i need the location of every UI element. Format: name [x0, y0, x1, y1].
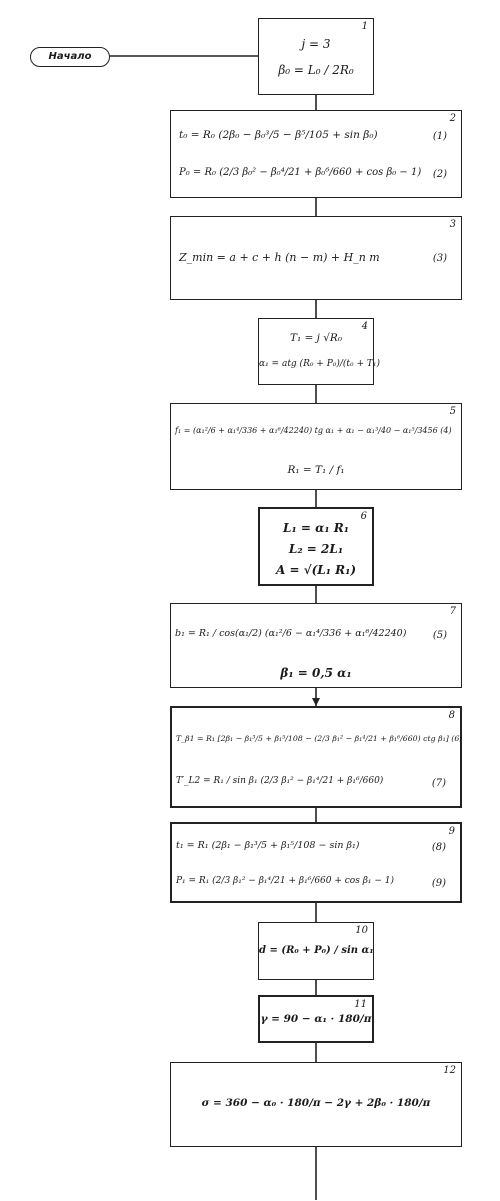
block-4: 4 T₁ = j √R₀ α₁ = atg (R₀ + P₀)/(t₀ + T₁… [258, 318, 381, 385]
formula-line: β₁ = 0,5 α₁ [280, 666, 352, 680]
equation-number: (8) [431, 842, 446, 853]
block-6: 6 L₁ = α₁ R₁ L₂ = 2L₁ A = √(L₁ R₁) [258, 507, 374, 586]
equation-number: (9) [431, 878, 446, 889]
block-number: 9 [448, 826, 455, 837]
equation-number: (3) [432, 253, 447, 264]
block-7: 7 b₁ = R₁ / cos(α₁/2) (α₁²/6 − α₁⁴/336 +… [170, 603, 462, 688]
formula-line: f₁ = (α₁²/6 + α₁⁴/336 + α₁⁶/42240) tg α₁… [175, 426, 452, 435]
equation-number: (1) [432, 131, 447, 142]
formula-line: T′_L2 = R₁ / sin β₁ (2/3 β₁² − β₁⁴/21 + … [176, 776, 384, 786]
formula-line: t₀ = R₀ (2β₀ − β₀³/5 − β⁵/105 + sin β₀) [179, 129, 378, 141]
block-number: 3 [449, 219, 456, 230]
formula-line: L₁ = α₁ R₁ [283, 521, 349, 535]
start-label: Начало [48, 51, 92, 62]
equation-number: (7) [431, 778, 446, 789]
block-number: 1 [361, 21, 368, 32]
formula-line: T_β1 = R₁ [2β₁ − β₁³/5 + β₁⁵/108 − (2/3 … [176, 734, 463, 743]
block-5: 5 f₁ = (α₁²/6 + α₁⁴/336 + α₁⁶/42240) tg … [170, 403, 462, 490]
block-number: 8 [448, 710, 455, 721]
formula-line: σ = 360 − α₀ · 180/π − 2γ + 2β₀ · 180/π [201, 1097, 431, 1109]
block-3: 3 Z_min = a + c + h (n − m) + H_n m (3) [170, 216, 462, 300]
block-12: 12 σ = 360 − α₀ · 180/π − 2γ + 2β₀ · 180… [170, 1062, 462, 1147]
formula-line: P₀ = R₀ (2/3 β₀² − β₀⁴/21 + β₀⁶/660 + co… [179, 167, 422, 178]
formula-line: A = √(L₁ R₁) [275, 563, 357, 577]
formula-line: L₂ = 2L₁ [288, 542, 344, 556]
equation-number: (2) [432, 169, 447, 180]
formula-line: β₀ = L₀ / 2R₀ [278, 63, 354, 77]
block-8: 8 T_β1 = R₁ [2β₁ − β₁³/5 + β₁⁵/108 − (2/… [170, 706, 462, 808]
equation-number: (5) [432, 630, 447, 641]
block-10: 10 d = (R₀ + P₀) / sin α₁ [258, 922, 374, 980]
formula-line: d = (R₀ + P₀) / sin α₁ [259, 945, 374, 956]
start-terminal: Начало [30, 47, 110, 67]
block-number: 4 [361, 321, 368, 332]
formula-line: t₁ = R₁ (2β₁ − β₁³/5 + β₁⁵/108 − sin β₁) [176, 840, 360, 851]
block-number: 7 [449, 606, 456, 617]
formula-line: α₁ = atg (R₀ + P₀)/(t₀ + T₁) [259, 359, 381, 369]
formula-line: j = 3 [301, 37, 331, 51]
formula-line: T₁ = j √R₀ [289, 332, 343, 344]
formula-line: γ = 90 − α₁ · 180/π [260, 1013, 372, 1025]
block-number: 6 [360, 511, 367, 522]
formula-line: Z_min = a + c + h (n − m) + H_n m [179, 251, 380, 264]
arrowhead-7-8 [312, 698, 320, 706]
block-number: 12 [443, 1065, 456, 1076]
formula-line: R₁ = T₁ / f₁ [287, 464, 345, 476]
block-9: 9 t₁ = R₁ (2β₁ − β₁³/5 + β₁⁵/108 − sin β… [170, 822, 462, 903]
block-number: 10 [355, 925, 368, 936]
block-11: 11 γ = 90 − α₁ · 180/π [258, 995, 374, 1043]
formula-line: b₁ = R₁ / cos(α₁/2) (α₁²/6 − α₁⁴/336 + α… [175, 628, 407, 639]
block-1: 1 j = 3 β₀ = L₀ / 2R₀ [258, 18, 374, 95]
block-number: 11 [354, 999, 367, 1010]
block-2: 2 t₀ = R₀ (2β₀ − β₀³/5 − β⁵/105 + sin β₀… [170, 110, 462, 198]
formula-line: P₁ = R₁ (2/3 β₁² − β₁⁴/21 + β₁⁶/660 + co… [176, 876, 395, 886]
block-number: 5 [449, 406, 456, 417]
block-number: 2 [449, 113, 456, 124]
